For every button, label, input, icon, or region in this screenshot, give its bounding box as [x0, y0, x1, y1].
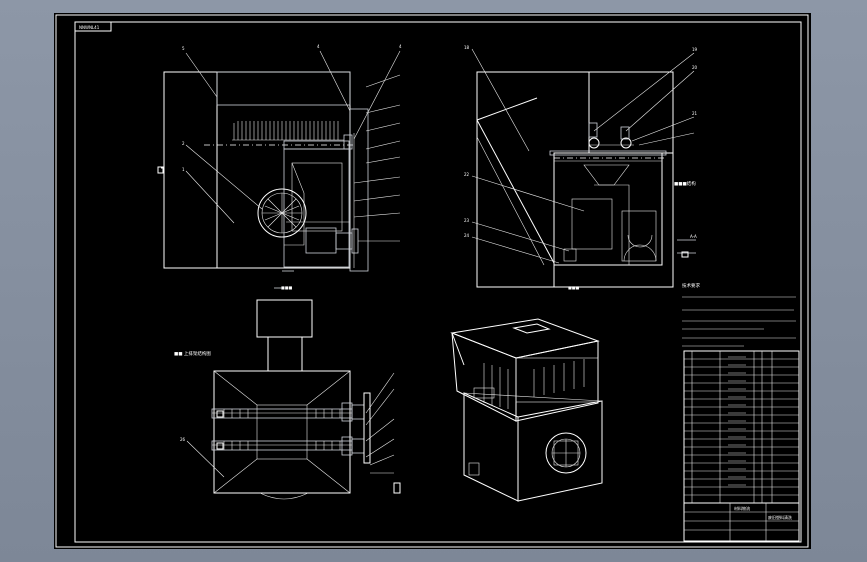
front-view: ■■■ 5 4 4 2 1 — [157, 44, 402, 290]
side-housing — [553, 152, 663, 266]
pulley-icon — [588, 122, 634, 149]
drawing-sheet: NNWNL41 — [54, 13, 811, 549]
top-handle — [512, 323, 551, 334]
title-company: 材料物流 — [734, 505, 750, 511]
motor — [305, 227, 337, 254]
inner-border — [74, 21, 802, 543]
border-stamp: NNWNL41 — [79, 25, 100, 30]
parts-list: 材料物流 废旧塑料清洗 — [683, 350, 800, 542]
callout-18: 18 — [464, 45, 470, 50]
callout-24: 24 — [464, 233, 470, 238]
top-view-title: ■■ 上排架结构图 — [174, 350, 211, 357]
callout-2: 2 — [182, 141, 185, 146]
callout-21: 21 — [692, 111, 698, 116]
svg-text:■■■: ■■■ — [568, 285, 580, 290]
callout-1: 1 — [182, 167, 185, 172]
callout-19: 19 — [692, 47, 698, 52]
callout-5: 5 — [182, 46, 185, 51]
front-dimension: ■■■ — [281, 285, 293, 290]
side-view: A-A ■■■ 18 19 20 21 22 23 24 ■■■结构 — [464, 45, 698, 290]
iso-fan-icon — [545, 432, 587, 474]
front-outer-box — [163, 71, 351, 269]
fan-icon — [257, 188, 307, 238]
tech-title: 技术要求 — [682, 282, 700, 289]
side-view-title: ■■■结构 — [674, 180, 696, 187]
drawing-canvas: NNWNL41 — [55, 14, 809, 548]
isometric-view — [450, 318, 603, 502]
callout-23: 23 — [464, 218, 470, 223]
callout-4b: 4 — [399, 44, 402, 49]
outer-border — [55, 14, 809, 548]
top-view: ■■ 上排架结构图 — [174, 299, 401, 500]
callout-top-26: 26 — [180, 437, 186, 442]
title-block — [683, 502, 800, 542]
heat-sink — [232, 121, 344, 141]
tech-requirements: 技术要求 — [682, 282, 796, 347]
border-stamp-box — [74, 21, 112, 32]
callout-4a: 4 — [317, 44, 320, 49]
callout-20: 20 — [692, 65, 698, 70]
callout-22: 22 — [464, 172, 470, 177]
section-label: A-A — [690, 234, 697, 239]
title-drawing-name: 废旧塑料清洗 — [768, 514, 792, 520]
